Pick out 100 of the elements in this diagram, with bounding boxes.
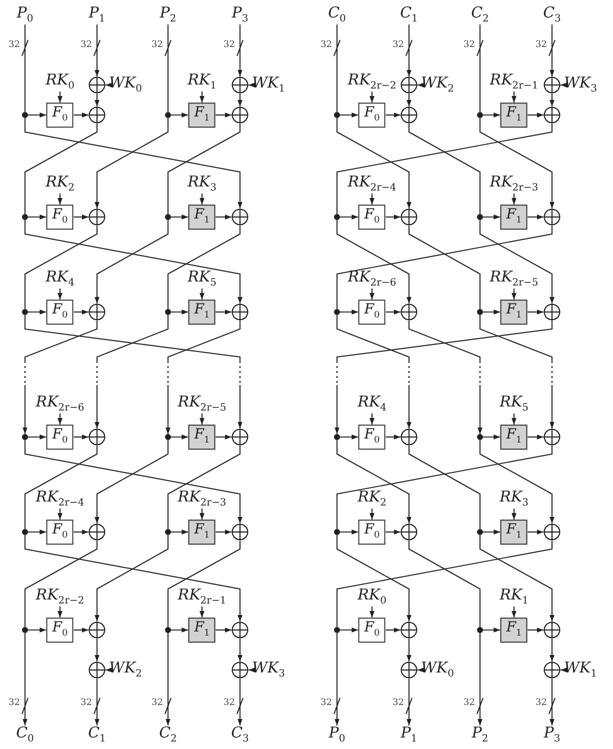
- f-function-box: F$_{0}$: [358, 300, 386, 324]
- f-function-box: F$_{0}$: [46, 204, 74, 230]
- xor-symbol: [544, 304, 560, 320]
- arrow: [483, 112, 500, 118]
- junction-dot: [22, 627, 28, 633]
- connector-line: [336, 124, 553, 214]
- arrow: [28, 628, 46, 632]
- arrow: [370, 194, 374, 205]
- arrow: [216, 628, 232, 632]
- arrow: [22, 633, 28, 726]
- xor-symbol: [544, 76, 560, 94]
- junction-dot: [477, 214, 483, 220]
- f-function-box: F$_{1}$: [500, 300, 528, 324]
- bit-width-label: 32: [8, 698, 20, 708]
- junction-dot: [22, 529, 28, 535]
- arrow: [334, 320, 553, 434]
- arrow: [479, 315, 554, 428]
- f-function-box: F$_{0}$: [358, 424, 386, 450]
- arrow: [483, 310, 500, 314]
- arrow: [340, 214, 358, 220]
- arrow: [74, 310, 88, 314]
- arrow: [528, 530, 544, 534]
- arrow: [58, 414, 62, 425]
- round-key-label: RK$_{2r−1}$: [490, 72, 538, 92]
- arrow: [560, 668, 568, 672]
- bit-width-label: 32: [462, 698, 475, 708]
- connector-line: [336, 446, 553, 529]
- connector-line: [408, 124, 481, 214]
- round-key-label: RK$_{2r−6}$: [348, 270, 396, 288]
- xor-symbol: [400, 622, 418, 638]
- arrow: [74, 434, 88, 440]
- output-label: C$_{2}$: [159, 726, 177, 744]
- xor-symbol: [232, 106, 248, 124]
- input-label: C$_{2}$: [471, 6, 489, 24]
- round-key-label: RK$_{2r−2}$: [348, 72, 396, 92]
- arrow: [94, 440, 169, 524]
- arrow: [479, 118, 554, 208]
- arrow: [528, 628, 544, 632]
- f-function-box: F$_{1}$: [188, 102, 216, 128]
- arrow: [512, 414, 516, 425]
- arrow: [171, 112, 188, 118]
- junction-dot: [334, 434, 340, 440]
- xor-symbol: [232, 428, 248, 446]
- arrow: [94, 535, 169, 622]
- arrow: [28, 112, 46, 118]
- arrow: [479, 535, 554, 622]
- arrow: [340, 112, 358, 118]
- output-label: P$_{2}$: [472, 726, 488, 744]
- arrow: [171, 530, 188, 534]
- connector-line: [24, 446, 98, 529]
- bit-width-label: 32: [392, 698, 404, 708]
- xor-symbol: [400, 304, 418, 320]
- round-key-label: RK$_{2r−3}$: [490, 174, 538, 194]
- arrow: [386, 434, 400, 440]
- round-key-label: RK$_{2r−2}$: [36, 588, 84, 606]
- round-key-label: RK$_{2r−4}$: [348, 174, 396, 194]
- arrow: [483, 434, 500, 440]
- arrow: [560, 82, 568, 88]
- arrow: [216, 310, 232, 314]
- arrow: [28, 530, 46, 534]
- arrow: [512, 508, 516, 520]
- input-label: P$_{0}$: [16, 6, 34, 24]
- xor-symbol: [88, 76, 106, 94]
- whitening-key-label: WK$_{1}$: [252, 76, 285, 94]
- xor-symbol: [400, 428, 418, 446]
- arrow: [238, 638, 242, 662]
- arrow: [200, 508, 204, 520]
- round-key-label: RK$_{1}$: [188, 72, 216, 92]
- junction-dot: [165, 309, 171, 315]
- bit-width-label: 32: [222, 40, 235, 50]
- f-function-box: F$_{0}$: [358, 102, 386, 128]
- arrow: [340, 628, 358, 632]
- input-label: C$_{0}$: [328, 6, 346, 24]
- xor-symbol: [232, 208, 248, 226]
- connector-line: [167, 540, 241, 627]
- f-function-box: F$_{1}$: [500, 102, 528, 128]
- arrow: [528, 112, 544, 118]
- arrow: [528, 434, 544, 440]
- f-function-box: F$_{0}$: [46, 300, 74, 324]
- connector-line: [167, 124, 241, 214]
- output-label: P$_{3}$: [544, 726, 560, 744]
- xor-symbol: [88, 428, 106, 446]
- whitening-key-label: WK$_{3}$: [252, 660, 285, 680]
- f-function-box: F$_{1}$: [188, 618, 216, 642]
- f-function-box: F$_{0}$: [358, 618, 386, 642]
- input-label: P$_{1}$: [88, 6, 106, 24]
- f-function-box: F$_{1}$: [500, 424, 528, 450]
- arrow: [336, 535, 412, 622]
- connector-line: [479, 24, 481, 112]
- whitening-key-label: WK$_{3}$: [564, 76, 597, 94]
- arrow: [336, 220, 412, 304]
- arrow: [94, 678, 100, 726]
- f-function-box: F$_{0}$: [358, 204, 386, 230]
- xor-symbol: [544, 524, 560, 540]
- arrow: [483, 530, 500, 534]
- junction-dot: [165, 112, 171, 118]
- arrow: [94, 638, 100, 662]
- bit-width-label: 32: [320, 698, 332, 708]
- output-label: C$_{3}$: [231, 726, 249, 744]
- junction-dot: [334, 529, 340, 535]
